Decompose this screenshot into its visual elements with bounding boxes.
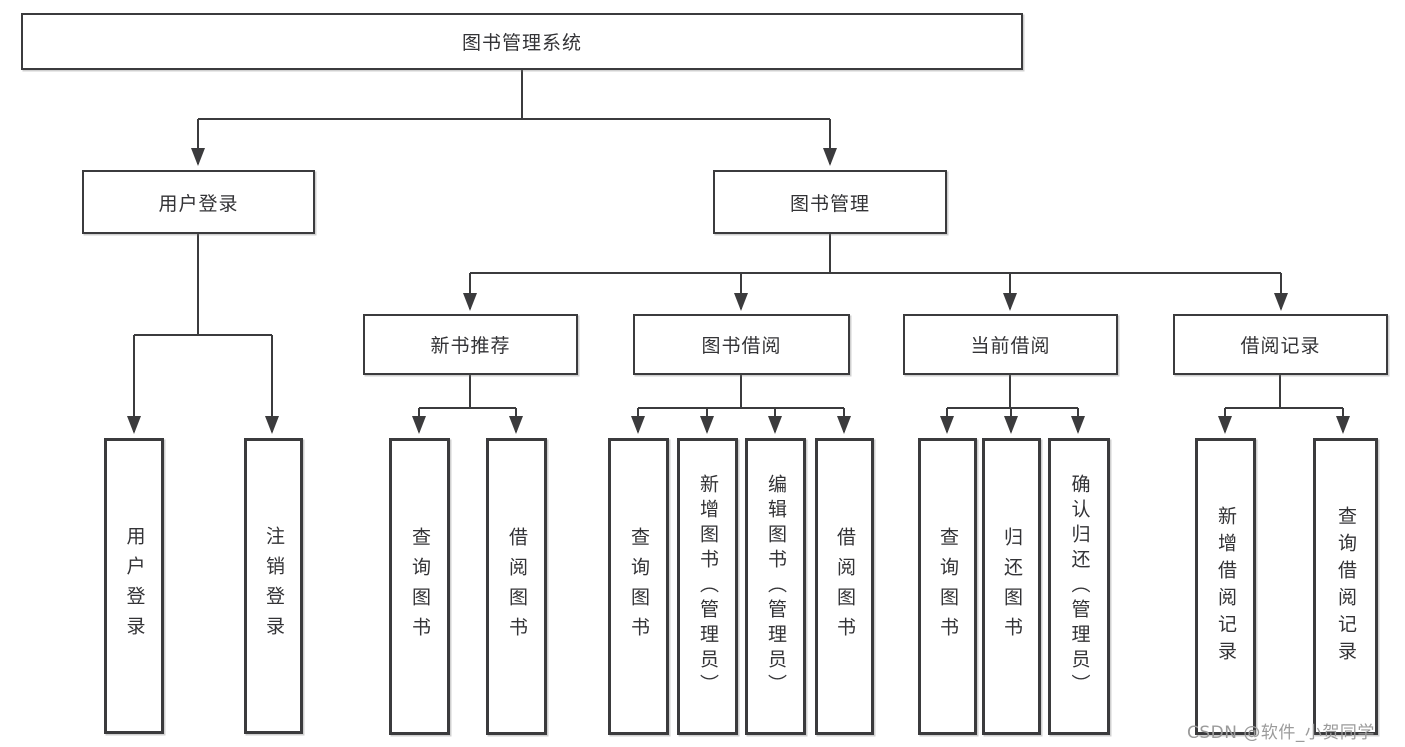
connector-book-borrow-children — [631, 375, 851, 434]
connector-user-login-children — [127, 234, 279, 434]
leaf-label: 查询借阅记录 — [1335, 505, 1357, 668]
leaf-confirm-return-admin: 确认归还（管理员） — [1048, 438, 1110, 735]
leaf-label: 注销登录 — [263, 526, 285, 646]
leaf-edit-books-admin: 编辑图书（管理员） — [745, 438, 806, 735]
node-current-borrow: 当前借阅 — [903, 314, 1118, 375]
leaf-query-borrow-record: 查询借阅记录 — [1313, 438, 1378, 735]
leaf-user-login: 用户登录 — [104, 438, 164, 734]
connector-borrow-record-children — [1218, 375, 1350, 434]
leaf-label: 确认归还（管理员） — [1068, 474, 1091, 699]
node-root-system: 图书管理系统 — [21, 13, 1023, 70]
leaf-logout: 注销登录 — [244, 438, 303, 734]
connector-new-book-children — [412, 375, 523, 434]
leaf-label: 新增图书（管理员） — [697, 474, 719, 699]
watermark-text: CSDN @软件_小贺同学 — [1187, 723, 1375, 743]
leaf-query-books-3: 查询图书 — [918, 438, 977, 735]
leaf-query-books-2: 查询图书 — [608, 438, 669, 735]
node-new-book-recommend: 新书推荐 — [363, 314, 578, 375]
connector-root-to-level2 — [191, 69, 837, 166]
connector-current-borrow-children — [940, 375, 1085, 434]
leaf-return-books: 归还图书 — [982, 438, 1041, 735]
leaf-label: 查询图书 — [628, 526, 650, 647]
node-borrow-record: 借阅记录 — [1173, 314, 1388, 375]
leaf-label: 用户登录 — [123, 526, 146, 646]
leaf-borrow-books-1: 借阅图书 — [486, 438, 547, 735]
node-book-management: 图书管理 — [713, 170, 947, 234]
node-book-borrow: 图书借阅 — [633, 314, 850, 375]
leaf-label: 编辑图书（管理员） — [765, 474, 787, 699]
leaf-label: 查询图书 — [409, 526, 431, 647]
leaf-add-borrow-record: 新增借阅记录 — [1195, 438, 1256, 735]
node-user-login: 用户登录 — [82, 170, 315, 234]
connector-book-management-to-level3 — [463, 234, 1288, 311]
leaf-label: 查询图书 — [937, 526, 959, 647]
leaf-add-books-admin: 新增图书（管理员） — [677, 438, 738, 735]
leaf-label: 新增借阅记录 — [1215, 505, 1237, 668]
leaf-borrow-books-2: 借阅图书 — [815, 438, 874, 735]
leaf-query-books-1: 查询图书 — [389, 438, 450, 735]
leaf-label: 借阅图书 — [834, 526, 856, 647]
leaf-label: 借阅图书 — [506, 526, 528, 647]
leaf-label: 归还图书 — [1001, 526, 1023, 647]
